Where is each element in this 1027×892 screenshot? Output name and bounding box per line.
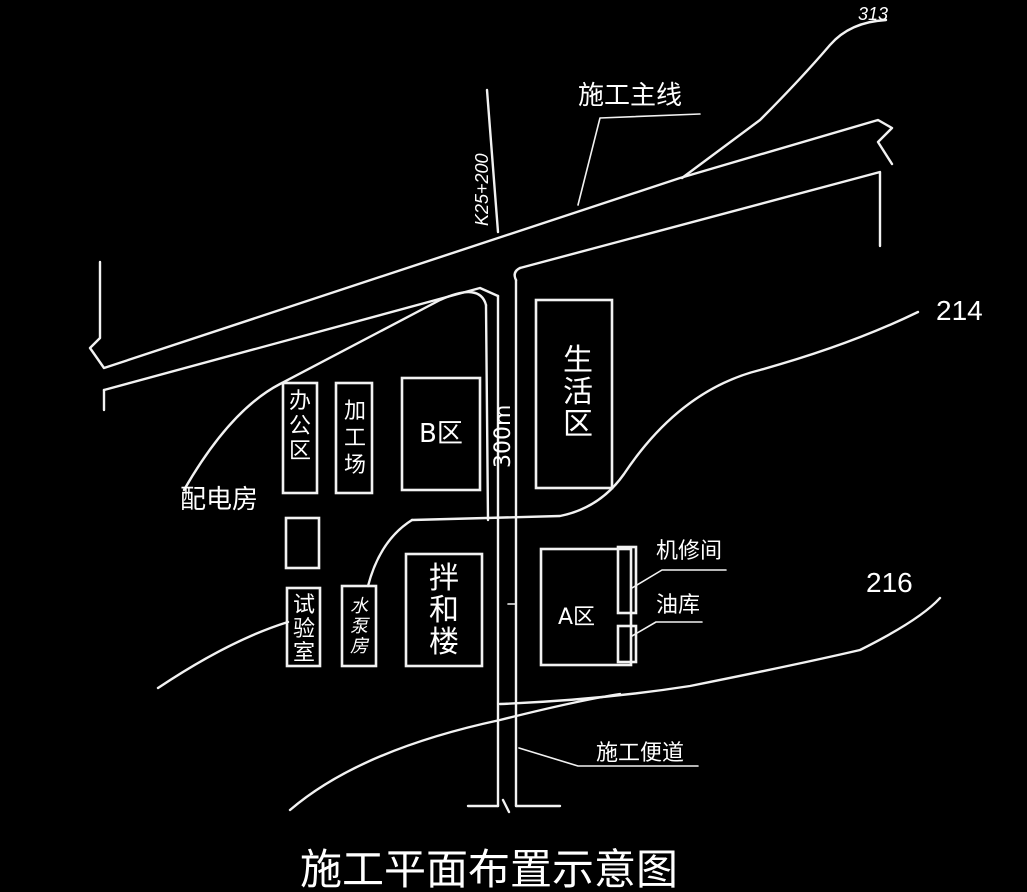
pump-room-label: 水泵房: [350, 596, 370, 656]
zone-a-label: A区: [558, 605, 595, 630]
zone-label-char: 和: [429, 593, 459, 628]
processing-zone-box: [334, 381, 374, 495]
zone-label-char: 室: [293, 641, 315, 666]
zone-label-char: 生: [563, 343, 593, 378]
zone-label-char: 区: [563, 407, 593, 442]
living-zone-label: 生活区: [563, 343, 593, 442]
living-zone-box: [534, 298, 614, 490]
zone-b-label: B区: [419, 419, 463, 449]
mixing-zone-box: [404, 552, 484, 668]
station-label: K25+200: [472, 153, 492, 226]
oil-depot-label: 油库: [656, 593, 700, 618]
zone-label-char: 水: [350, 596, 369, 616]
zone-label-char: 试: [293, 593, 315, 618]
repair-shop-box: [616, 545, 638, 615]
main-road: [88, 18, 894, 412]
zone-label-char: 办: [289, 389, 311, 414]
zone-label-char: 房: [350, 636, 370, 656]
zone-label-char: 楼: [429, 625, 459, 660]
terrain-lines: [156, 596, 942, 812]
road-number-label: 313: [858, 4, 888, 24]
marker-214-label: 214: [936, 295, 983, 326]
zone-label-char: 活: [563, 375, 593, 410]
zone-label-char: 验: [293, 617, 315, 642]
power-room-box: [284, 516, 321, 570]
office-zone-label: 办公区: [289, 389, 311, 464]
access-road-label: 施工便道: [596, 741, 684, 766]
test-room-label: 试验室: [293, 593, 315, 666]
repair-shop-label: 机修间: [656, 539, 722, 564]
zone-b-box: [400, 376, 482, 492]
processing-zone-label: 加工场: [344, 399, 366, 478]
marker-216-label: 216: [866, 567, 913, 598]
zone-label-char: 拌: [429, 561, 459, 596]
office-zone-box: [281, 381, 319, 495]
zone-label-char: 工: [344, 426, 366, 451]
leader-lines: [518, 113, 727, 767]
zone-label-char: 公: [289, 414, 311, 439]
zone-a-box: [539, 547, 633, 667]
zone-label-char: 加: [344, 399, 366, 424]
oil-depot-box: [616, 624, 638, 664]
zone-label-char: 场: [344, 453, 366, 478]
diagram-title: 施工平面布置示意图: [300, 845, 678, 892]
mixing-zone-label: 拌和楼: [429, 561, 459, 660]
power-room-label: 配电房: [180, 485, 258, 515]
zone-boxes: [281, 298, 638, 668]
inner-road: [182, 291, 920, 588]
main-line-label: 施工主线: [578, 81, 682, 111]
test-room-box: [285, 586, 322, 668]
pump-room-box: [340, 584, 378, 668]
zone-label-char: 区: [289, 439, 311, 464]
zone-label-char: 泵: [350, 616, 370, 636]
distance-label: 300m: [491, 405, 516, 468]
